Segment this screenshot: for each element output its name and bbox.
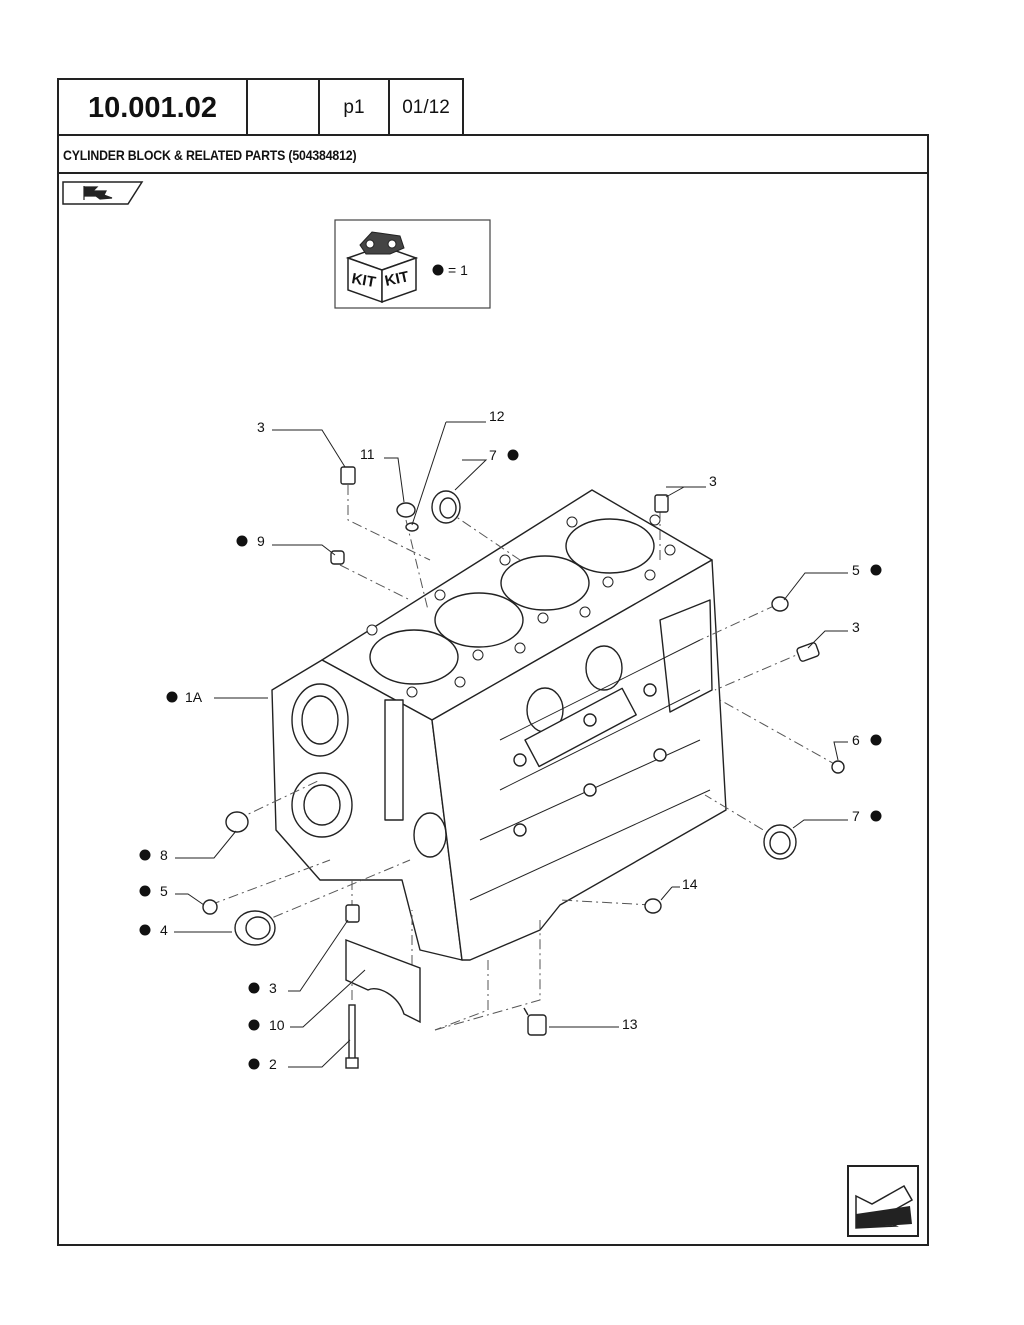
kit-dot-icon <box>432 264 444 276</box>
kit-dot-icon <box>139 924 151 936</box>
kit-dot-icon <box>139 885 151 897</box>
drawing-frame: CYLINDER BLOCK & RELATED PARTS (50438481… <box>57 134 929 1246</box>
callout-label: 4 <box>160 922 168 938</box>
kit-dot-icon <box>248 982 260 994</box>
callout-label: 3 <box>257 419 265 435</box>
callout-label: 2 <box>269 1056 277 1072</box>
header-table: 10.001.02 p1 01/12 <box>57 78 464 136</box>
callout-label: 13 <box>622 1016 638 1032</box>
callout-label: 3 <box>852 619 860 635</box>
kit-dot-icon <box>139 849 151 861</box>
parts <box>202 466 845 1069</box>
header-blank-cell <box>248 80 320 136</box>
title-row: CYLINDER BLOCK & RELATED PARTS (50438481… <box>59 136 927 174</box>
callout-label: 5 <box>160 883 168 899</box>
callout-label: 7 <box>852 808 860 824</box>
callout-label: 10 <box>269 1017 285 1033</box>
sheet-number: 01/12 <box>402 97 450 118</box>
callout-label: 8 <box>160 847 168 863</box>
callout-label: 9 <box>257 533 265 549</box>
callout-label: 11 <box>360 446 375 462</box>
document-code: 10.001.02 <box>59 80 248 136</box>
kit-dot-icon <box>870 564 882 576</box>
callout-label: 1A <box>185 689 203 705</box>
callout-label: 3 <box>269 980 277 996</box>
kit-dot-icon <box>507 449 519 461</box>
next-page-arrow-icon[interactable] <box>847 1165 919 1237</box>
kit-label-left: KIT <box>350 270 377 291</box>
callout-label: 12 <box>489 408 505 424</box>
kit-dot-icon <box>248 1058 260 1070</box>
callout-label: 3 <box>709 473 717 489</box>
kit-dot-icon <box>870 734 882 746</box>
section-title: CYLINDER BLOCK & RELATED PARTS (50438481… <box>63 147 357 163</box>
assembly-lines <box>209 485 839 1031</box>
callouts: 3 12 11 7 3 9 5 3 1A 6 7 8 14 5 4 3 10 1… <box>139 408 882 1072</box>
kit-dot-icon <box>870 810 882 822</box>
kit-dot-icon <box>236 535 248 547</box>
page-number: p1 <box>320 80 390 136</box>
page-flag-icon[interactable] <box>62 181 144 205</box>
callout-label: 7 <box>489 447 497 463</box>
dowel-icon <box>340 466 356 485</box>
callout-label: 6 <box>852 732 860 748</box>
kit-legend-text: = 1 <box>448 262 468 278</box>
callout-label: 14 <box>682 876 698 892</box>
kit-label-right: KIT <box>383 268 410 290</box>
plug-icon <box>396 502 416 518</box>
cylinder-block <box>271 489 727 961</box>
kit-dot-icon <box>248 1019 260 1031</box>
callout-label: 5 <box>852 562 860 578</box>
leader-lines <box>174 421 848 1068</box>
kit-dot-icon <box>166 691 178 703</box>
kit-box-icon: KIT KIT = 1 <box>334 219 491 309</box>
